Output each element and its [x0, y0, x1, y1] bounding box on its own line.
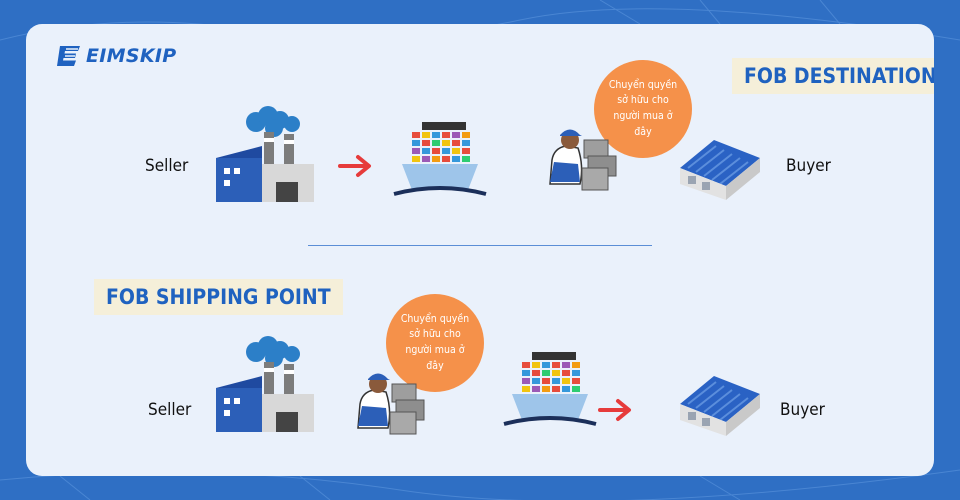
cargo-ship-icon: [393, 122, 487, 196]
brand-name: EIMSKIP: [86, 45, 177, 67]
fob-shipping-point-title: FOB SHIPPING POINT: [94, 279, 343, 315]
buyer-label-bottom: Buyer: [780, 400, 825, 420]
ownership-transfer-bubble-bottom: Chuyển quyền sở hữu cho người mua ở đây: [386, 294, 484, 392]
ownership-transfer-bubble-top: Chuyển quyền sở hữu cho người mua ở đây: [594, 60, 692, 158]
worker-with-boxes-icon: [357, 373, 425, 435]
buyer-label-top: Buyer: [786, 156, 831, 176]
diagram-card: EIMSKIP FOB DESTINATION Seller Chuyển qu…: [26, 24, 934, 476]
section-divider: [308, 245, 652, 246]
fob-destination-title: FOB DESTINATION: [732, 58, 934, 94]
arrow-right-icon: [598, 399, 631, 421]
cargo-ship-icon: [503, 352, 597, 426]
seller-label-bottom: Seller: [148, 400, 192, 420]
worker-with-boxes-icon: [549, 129, 617, 191]
arrow-right-icon: [338, 155, 371, 177]
brand-logo: EIMSKIP: [56, 44, 176, 68]
factory-icon: [216, 336, 314, 432]
warehouse-icon: [680, 140, 760, 200]
eimskip-logo-icon: [57, 46, 80, 66]
warehouse-icon: [680, 376, 760, 436]
seller-label-top: Seller: [145, 156, 189, 176]
factory-icon: [216, 106, 314, 202]
